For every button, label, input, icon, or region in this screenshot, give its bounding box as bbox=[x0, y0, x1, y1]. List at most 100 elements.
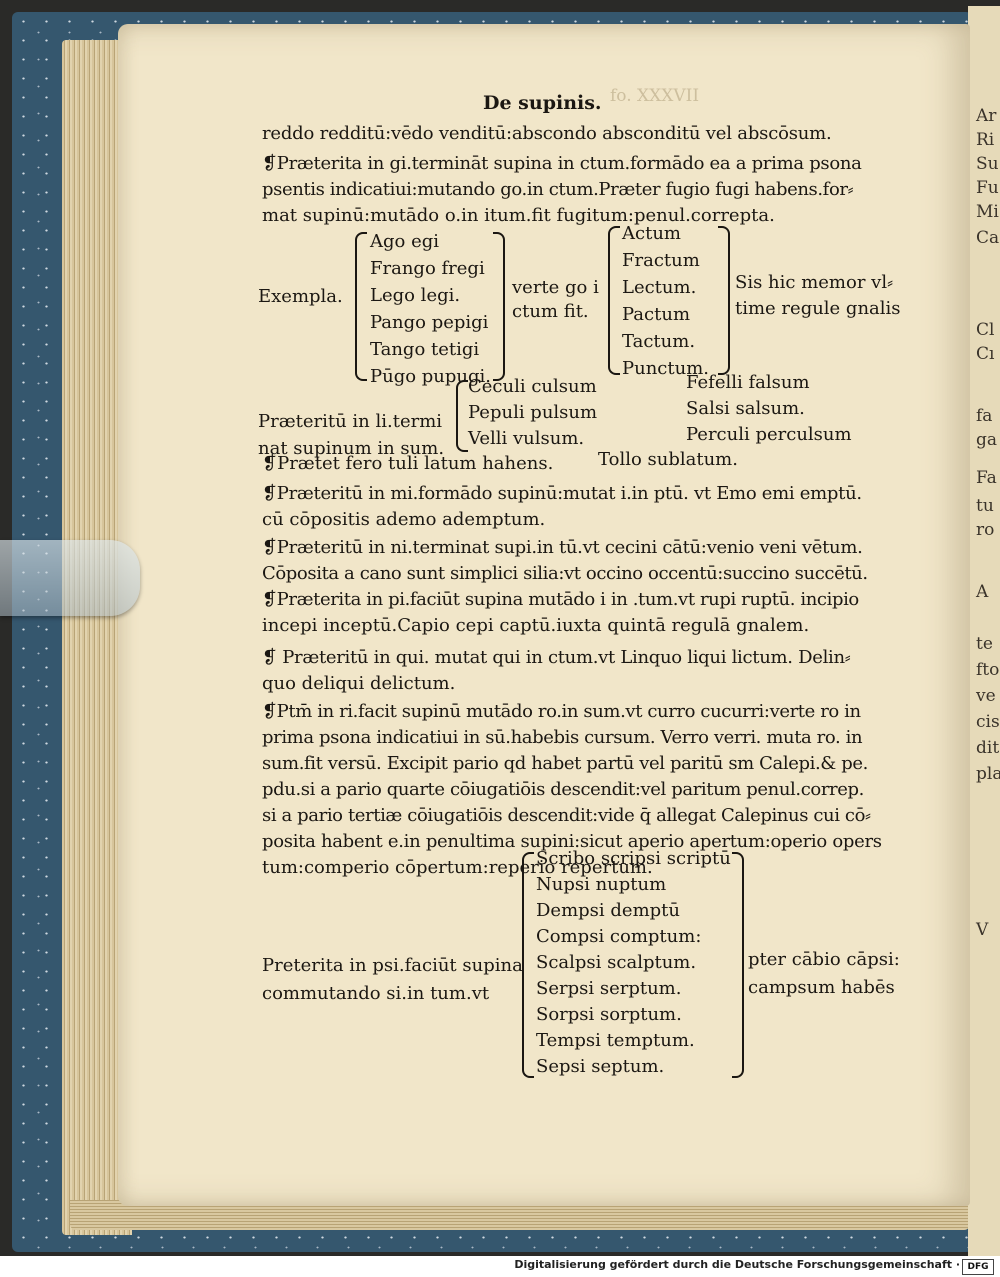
text-line: ❡Præteritū in ni.terminat supi.in tū.vt … bbox=[262, 537, 863, 558]
psi-item: Sorpsi sorptum. bbox=[536, 1004, 682, 1025]
facing-text: V bbox=[976, 920, 989, 940]
label-line: commutando si.in tum.vt bbox=[262, 983, 490, 1004]
note-text: Sis hic memor vl⸗ bbox=[735, 272, 894, 293]
li-item: Ceculi culsum bbox=[468, 376, 597, 397]
right-brace bbox=[718, 226, 730, 375]
text-line: sum.fit versū. Excipit pario qd habet pa… bbox=[262, 753, 868, 774]
facing-text: te bbox=[976, 634, 993, 654]
psi-label: Preterita in psi.faciūt supina commutand… bbox=[262, 952, 523, 1008]
facing-text: ve bbox=[976, 686, 996, 706]
label-line: Præteritū in li.termi bbox=[258, 411, 443, 432]
text-line: pdu.si a pario quarte cōiugatiōis descen… bbox=[262, 779, 864, 800]
supine-item: Punctum. bbox=[622, 358, 709, 379]
supine-item: Actum bbox=[622, 223, 681, 244]
facing-text: dit bbox=[976, 738, 1000, 758]
facing-page: Ar Ri Su Fu Mi Ca Cl Cı fa ga Fa tu ro A… bbox=[968, 6, 1000, 1256]
text-line: ❡Prætet fero tuli latum hahens. bbox=[262, 453, 554, 474]
note-text: time regule gnalis bbox=[735, 298, 901, 319]
example-item: Lego legi. bbox=[370, 285, 461, 306]
text-line: incepi inceptū.Capio cepi captū.iuxta qu… bbox=[262, 615, 810, 636]
exempla-col2: Actum Fractum Lectum. Pactum Tactum. Pun… bbox=[622, 220, 709, 382]
psi-item: Compsi comptum: bbox=[536, 926, 702, 947]
left-brace bbox=[355, 232, 367, 381]
rule-text: verte go i bbox=[512, 277, 599, 298]
right-brace bbox=[493, 232, 505, 381]
text-line: ❡Ptm̄ in ri.facit supinū mutādo ro.in su… bbox=[262, 701, 861, 722]
exempla-label: Exempla. bbox=[258, 286, 343, 307]
psi-item: Scalpsi scalptum. bbox=[536, 952, 697, 973]
facing-text: fto bbox=[976, 660, 1000, 680]
psi-note: pter cābio cāpsi: campsum habēs bbox=[748, 946, 900, 1002]
facing-text: pla bbox=[976, 764, 1000, 784]
label-line: nat supinum in sum. bbox=[258, 438, 445, 459]
facing-text: Cı bbox=[976, 344, 995, 364]
left-brace bbox=[608, 226, 620, 375]
facing-text: Ri bbox=[976, 130, 995, 150]
example-item: Pango pepigi bbox=[370, 312, 489, 333]
psi-col: Scribo scripsi scriptū Nupsi nuptum Demp… bbox=[536, 846, 731, 1080]
supine-item: Fractum bbox=[622, 250, 700, 271]
text-line: posita habent e.in penultima supini:sicu… bbox=[262, 831, 882, 852]
facing-text: Mi bbox=[976, 202, 999, 222]
note-text: pter cābio cāpsi: bbox=[748, 949, 900, 970]
text-line: ❡Præterita in gi.termināt supina in ctum… bbox=[262, 153, 862, 174]
facing-text: ga bbox=[976, 430, 998, 450]
clasp-strap bbox=[0, 540, 140, 616]
example-item: Tango tetigi bbox=[370, 339, 480, 360]
text-line: Tollo sublatum. bbox=[598, 449, 738, 470]
psi-item: Sepsi septum. bbox=[536, 1056, 665, 1077]
facing-text: Fu bbox=[976, 178, 999, 198]
facing-text: fa bbox=[976, 406, 993, 426]
text-line: tum:comperio cōpertum:reperio repertum. bbox=[262, 857, 653, 878]
text-line: ❡Præteritū in mi.formādo supinū:mutat i.… bbox=[262, 483, 862, 504]
facing-text: cis bbox=[976, 712, 1000, 732]
text-line: Cōposita a cano sunt simplici silia:vt o… bbox=[262, 563, 868, 584]
text-line: ❡Præterita in pi.faciūt supina mutādo i … bbox=[262, 589, 859, 610]
text-line: mat supinū:mutādo o.in itum.fit fugitum:… bbox=[262, 205, 775, 226]
text-line: cū cōpositis ademo ademptum. bbox=[262, 509, 546, 530]
supine-item: Lectum. bbox=[622, 277, 697, 298]
facing-text: Fa bbox=[976, 468, 997, 488]
text-line: quo deliqui delictum. bbox=[262, 673, 456, 694]
text-line: ❡ Præteritū in qui. mutat qui in ctum.vt… bbox=[262, 647, 851, 668]
folio: fo. XXXVII bbox=[610, 86, 700, 106]
li-col2: Fefelli falsum Salsi salsum. Perculi per… bbox=[686, 370, 852, 448]
exempla-note: Sis hic memor vl⸗ time regule gnalis bbox=[735, 270, 901, 322]
facing-text: ro bbox=[976, 520, 995, 540]
dfg-logo: DFG bbox=[962, 1259, 994, 1275]
psi-item: Serpsi serptum. bbox=[536, 978, 682, 999]
psi-item: Scribo scripsi scriptū bbox=[536, 848, 731, 869]
left-brace bbox=[522, 852, 534, 1078]
text-line: prima psona indicatiui in sū.habebis cur… bbox=[262, 727, 863, 748]
li-item: Velli vulsum. bbox=[468, 428, 585, 449]
text-line: si a pario tertiæ cōiugatiōis descendit:… bbox=[262, 805, 871, 826]
psi-item: Nupsi nuptum bbox=[536, 874, 667, 895]
exempla-col1: Ago egi Frango fregi Lego legi. Pango pe… bbox=[370, 228, 491, 390]
li-item: Fefelli falsum bbox=[686, 372, 810, 393]
label-line: Preterita in psi.faciūt supina bbox=[262, 955, 523, 976]
example-item: Ago egi bbox=[370, 231, 440, 252]
text-line: reddo redditū:vēdo venditū:abscondo absc… bbox=[262, 123, 832, 144]
right-brace bbox=[732, 852, 744, 1078]
text-line: psentis indicatiui:mutando go.in ctum.Pr… bbox=[262, 179, 854, 200]
li-item: Pepuli pulsum bbox=[468, 402, 598, 423]
facing-text: Ar bbox=[976, 106, 997, 126]
facing-text: A bbox=[976, 582, 989, 602]
footer-bar: Digitalisierung gefördert durch die Deut… bbox=[0, 1256, 1000, 1277]
running-head: De supinis. bbox=[483, 92, 602, 114]
left-brace bbox=[456, 380, 468, 452]
supine-item: Pactum bbox=[622, 304, 691, 325]
exempla-rule: verte go i ctum fit. bbox=[512, 276, 599, 324]
li-col1: Ceculi culsum Pepuli pulsum Velli vulsum… bbox=[468, 374, 597, 452]
rule-text: ctum fit. bbox=[512, 301, 589, 322]
book-page bbox=[118, 24, 970, 1206]
footer-credit: Digitalisierung gefördert durch die Deut… bbox=[514, 1258, 960, 1271]
supine-item: Tactum. bbox=[622, 331, 696, 352]
example-item: Frango fregi bbox=[370, 258, 485, 279]
facing-text: Cl bbox=[976, 320, 995, 340]
psi-item: Dempsi demptū bbox=[536, 900, 680, 921]
note-text: campsum habēs bbox=[748, 977, 895, 998]
facing-text: Su bbox=[976, 154, 999, 174]
facing-text: Ca bbox=[976, 228, 1000, 248]
facing-text: tu bbox=[976, 496, 994, 516]
